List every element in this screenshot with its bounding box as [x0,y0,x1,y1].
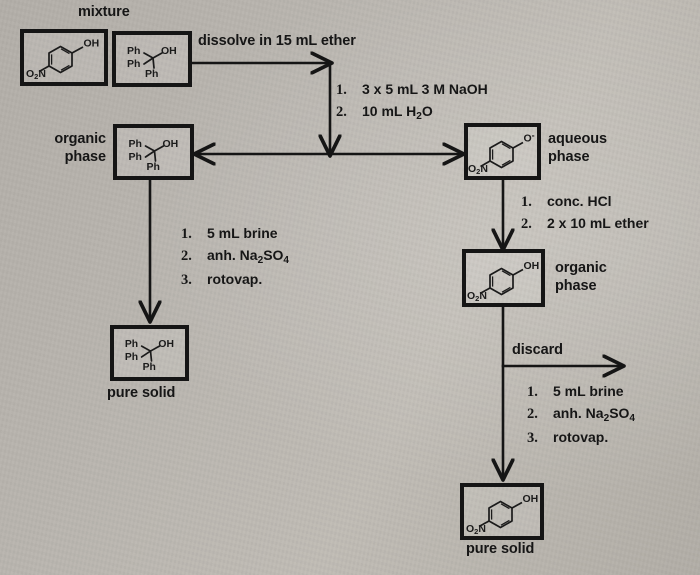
step-row: 1. 3 x 5 mL 3 M NaOH [336,79,488,101]
box-pure-solid-bottom: OH O2N [460,483,544,540]
step-text: 10 mL H2O [362,103,433,123]
step-text: conc. HCl [547,193,612,209]
step-text: 3 x 5 mL 3 M NaOH [362,81,488,97]
svg-text:Ph: Ph [125,352,138,363]
step-number: 2. [521,216,532,233]
label-pure-solid-bottom: pure solid [466,541,535,557]
svg-text:O-: O- [524,131,535,145]
step-text: 2 x 10 mL ether [547,215,649,232]
step-number: 2. [336,104,347,121]
svg-text:O2N: O2N [466,523,486,536]
box-mixture-triphenylmethanol: Ph Ph Ph OH [112,31,192,87]
step-text: anh. Na2SO4 [207,247,290,267]
label-dissolve: dissolve in 15 mL ether [198,33,356,49]
label-pure-solid-left: pure solid [107,385,176,401]
structure-triphenylmethanol-organic: Ph Ph Ph OH [129,138,179,173]
step-number: 1. [527,384,538,400]
svg-text:O2N: O2N [467,290,487,303]
svg-text:OH: OH [84,38,100,50]
step-text: 5 mL brine [207,225,278,241]
structure-4-nitrophenol-pure: OH O2N [466,493,539,536]
svg-text:OH: OH [161,45,177,57]
svg-text:OH: OH [524,260,540,272]
svg-text:OH: OH [163,138,179,150]
step-number: 3. [527,429,538,446]
steps-dry-left: 1. 5 mL brine 2. anh. Na2SO4 3. rotovap. [181,223,289,291]
step-number: 2. [527,406,538,423]
box-organic-phase-left: Ph Ph Ph OH [113,124,194,180]
svg-text:Ph: Ph [129,138,142,150]
label-discard: discard [512,342,563,358]
step-text: 5 mL brine [553,383,624,399]
steps-naoh-wash: 1. 3 x 5 mL 3 M NaOH 2. 10 mL H2O [336,79,488,125]
step-text: anh. Na2SO4 [553,405,636,425]
svg-text:O2N: O2N [468,163,488,176]
svg-text:Ph: Ph [125,339,138,350]
step-row: 1. conc. HCl [521,191,649,213]
step-number: 2. [181,248,192,265]
step-number: 1. [521,194,532,210]
svg-text:Ph: Ph [129,151,142,163]
svg-text:OH: OH [158,339,174,350]
step-row: 2. 2 x 10 mL ether [521,213,649,235]
svg-text:Ph: Ph [127,58,140,70]
step-text: rotovap. [553,428,609,445]
structure-4-nitrophenoxide: O- O2N [468,131,535,177]
step-number: 1. [336,82,347,98]
structure-4-nitrophenol: OH O2N [26,38,100,82]
svg-text:O2N: O2N [26,68,46,81]
box-pure-solid-left: Ph Ph Ph OH [110,325,189,381]
step-number: 3. [181,271,192,288]
svg-text:Ph: Ph [147,161,160,173]
step-row: 1. 5 mL brine [181,223,289,245]
box-aqueous-phase: O- O2N [464,123,541,180]
steps-dry-right: 1. 5 mL brine 2. anh. Na2SO4 3. rotovap. [527,381,635,449]
steps-acidify: 1. conc. HCl 2. 2 x 10 mL ether [521,191,649,236]
box-mixture-nitrophenol: OH O2N [20,29,108,86]
step-row: 1. 5 mL brine [527,381,635,403]
step-row: 2. anh. Na2SO4 [181,245,289,268]
step-row: 3. rotovap. [527,427,635,449]
structure-triphenylmethanol-pure: Ph Ph Ph OH [125,339,174,373]
svg-text:Ph: Ph [127,45,140,57]
structure-4-nitrophenol-organic: OH O2N [467,260,540,303]
step-row: 2. anh. Na2SO4 [527,403,635,426]
svg-text:Ph: Ph [145,68,158,80]
box-organic-phase-right: OH O2N [462,249,545,307]
step-row: 2. 10 mL H2O [336,101,488,124]
structure-triphenylmethanol: Ph Ph Ph OH [127,45,177,80]
label-mixture: mixture [78,4,130,20]
svg-text:OH: OH [523,493,539,505]
step-text: rotovap. [207,270,263,287]
step-number: 1. [181,226,192,242]
svg-text:Ph: Ph [143,362,156,373]
step-row: 3. rotovap. [181,269,289,291]
